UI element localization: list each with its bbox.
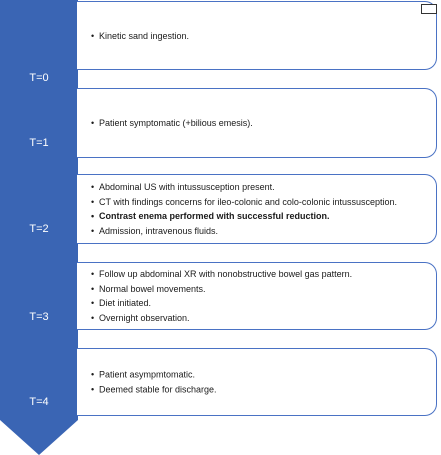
step-box-t3: Follow up abdominal XR with nonobstructi… <box>77 262 437 330</box>
list-item: Patient asympmtomatic. <box>91 368 432 383</box>
chevron-t1 <box>0 90 78 214</box>
step-list-t4: Patient asympmtomatic. Deemed stable for… <box>77 368 432 397</box>
chevron-t0 <box>0 0 78 127</box>
list-item: Deemed stable for discharge. <box>91 382 432 397</box>
list-item: Normal bowel movements. <box>91 282 432 297</box>
step-label-t1: T=1 <box>29 137 49 149</box>
step-label-t2: T=2 <box>29 223 49 235</box>
window-icon[interactable] <box>421 4 437 14</box>
list-item: Overnight observation. <box>91 311 432 326</box>
step-label-t4: T=4 <box>29 396 49 408</box>
step-box-t4: Patient asympmtomatic. Deemed stable for… <box>77 348 437 416</box>
chevron-t4 <box>0 348 78 455</box>
step-list-t1: Patient symptomatic (+bilious emesis). <box>77 116 432 131</box>
step-box-t1: Patient symptomatic (+bilious emesis). <box>77 88 437 158</box>
list-item: CT with findings concerns for ileo-colon… <box>91 195 432 210</box>
list-item: Admission, intravenous fluids. <box>91 224 432 239</box>
list-item: Diet initiated. <box>91 296 432 311</box>
step-label-t3: T=3 <box>29 311 49 323</box>
step-label-t0: T=0 <box>29 72 49 84</box>
chevron-t3 <box>0 262 78 386</box>
step-list-t3: Follow up abdominal XR with nonobstructi… <box>77 267 432 325</box>
step-list-t0: Kinetic sand ingestion. <box>77 28 432 43</box>
step-box-t0: Kinetic sand ingestion. <box>77 1 437 70</box>
list-item: Kinetic sand ingestion. <box>91 28 432 43</box>
list-item: Patient symptomatic (+bilious emesis). <box>91 116 432 131</box>
list-item: Contrast enema performed with successful… <box>91 209 432 224</box>
chevron-t2 <box>0 176 78 300</box>
list-item: Abdominal US with intussusception presen… <box>91 180 432 195</box>
step-list-t2: Abdominal US with intussusception presen… <box>77 180 432 238</box>
step-box-t2: Abdominal US with intussusception presen… <box>77 174 437 244</box>
list-item: Follow up abdominal XR with nonobstructi… <box>91 267 432 282</box>
